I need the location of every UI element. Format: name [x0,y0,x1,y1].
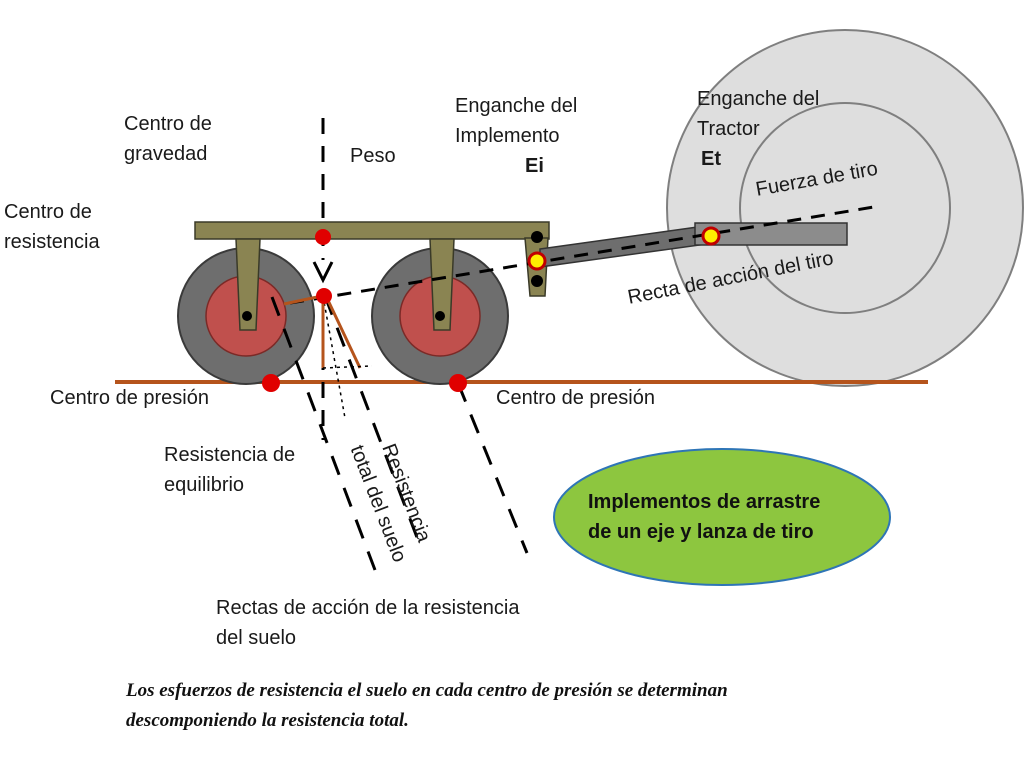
footnote-line1: Los esfuerzos de resistencia el suelo en… [126,680,728,701]
hitch-pin-bottom [531,275,543,287]
soil-action-line-1 [270,296,377,571]
label-ei: Ei [525,155,544,177]
frame-bar [194,221,550,240]
center-of-resistance-point [316,288,332,304]
callout-line1: Implementos de arrastre [588,491,821,513]
callout-oval [553,448,891,586]
total-resistance-vector [324,295,362,369]
label-centro-gravedad-line1: Centro de [124,113,212,135]
label-enganche-tractor-line1: Enganche del [697,88,820,110]
label-resistencia-equilibrio-line2: equilibrio [164,474,245,496]
callout-text: Implementos de arrastre de un eje y lanz… [588,487,820,547]
label-rectas-accion: Rectas de acción de la resistencia del s… [216,593,520,653]
label-resistencia-equilibrio: Resistencia de equilibrio [164,440,295,500]
pressure-center-left-point [262,374,280,392]
pressure-center-right-point [449,374,467,392]
draft-action-line [289,204,881,305]
soil-action-line-3 [456,382,529,554]
dotted-component [322,365,373,369]
tractor-wheel-inner [739,102,951,314]
footnote: Los esfuerzos de resistencia el suelo en… [126,676,728,736]
label-rectas-accion-line2: del suelo [216,627,297,649]
label-enganche-tractor-line2: Tractor [697,118,760,140]
left-wheel-support [235,238,261,331]
label-enganche-implemento-line2: Implemento [455,125,560,147]
footnote-line2: descomponiendo la resistencia total. [126,710,409,731]
hitch-pin-top [531,231,543,243]
label-enganche-tractor: Enganche del Tractor Et [697,84,819,174]
draft-component-vector [283,294,323,306]
label-centro-presion-right: Centro de presión [496,387,655,409]
left-axle [242,311,252,321]
label-centro-presion-left: Centro de presión [50,387,209,409]
label-enganche-implemento-line1: Enganche del [455,95,578,117]
right-wheel-support [429,238,455,331]
tractor-hitch-point [701,226,721,246]
center-of-gravity-point [315,229,331,245]
soil-action-line-2 [323,295,420,541]
label-resistencia-equilibrio-line1: Resistencia de [164,444,296,466]
label-centro-resistencia-line2: resistencia [4,231,100,253]
label-centro-gravedad-line2: gravedad [124,143,208,165]
weight-arrow-head [312,261,334,284]
label-centro-resistencia: Centro de resistencia [4,197,100,257]
label-centro-gravedad: Centro de gravedad [124,109,212,169]
label-centro-resistencia-line1: Centro de [4,201,92,223]
callout-line2: de un eje y lanza de tiro [588,521,814,543]
label-et: Et [701,148,721,170]
label-rectas-accion-line1: Rectas de acción de la resistencia [216,597,520,619]
implement-hitch-point [527,251,547,271]
right-axle [435,311,445,321]
label-peso: Peso [350,145,396,167]
label-enganche-implemento: Enganche del Implemento Ei [455,91,577,181]
